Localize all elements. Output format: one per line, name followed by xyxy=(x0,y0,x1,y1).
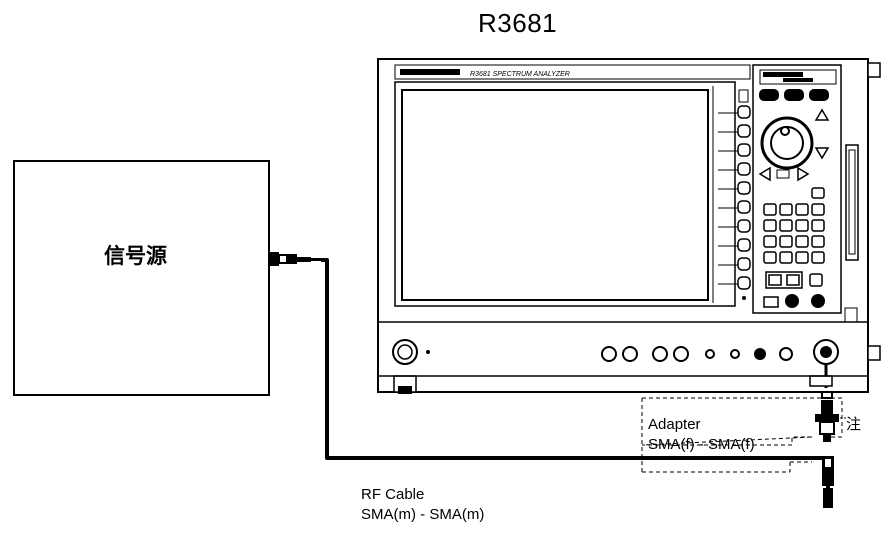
source-connector xyxy=(269,252,323,266)
rf-cable-label: RF Cable xyxy=(361,486,425,503)
softkey-column xyxy=(718,89,751,300)
model-text: R3681 SPECTRUM ANALYZER xyxy=(470,71,570,78)
signal-source-box xyxy=(13,160,270,396)
note-label: 注 xyxy=(846,415,862,433)
signal-source-label: 信号源 xyxy=(104,245,167,268)
adapter-box xyxy=(641,397,843,446)
instrument-title: R3681 xyxy=(478,8,558,38)
adapter-spec-label: SMA(f) - SMA(f) xyxy=(648,436,755,453)
spectrum-analyzer: R3681 SPECTRUM ANALYZER xyxy=(377,58,881,394)
rf-input-connector xyxy=(813,339,839,365)
adapter-label: Adapter xyxy=(648,416,701,433)
adapter-connector xyxy=(815,387,839,442)
rf-cable-spec-label: SMA(m) - SMA(m) xyxy=(361,506,485,523)
keypad xyxy=(763,203,825,264)
cable-sma-connector xyxy=(822,456,834,508)
